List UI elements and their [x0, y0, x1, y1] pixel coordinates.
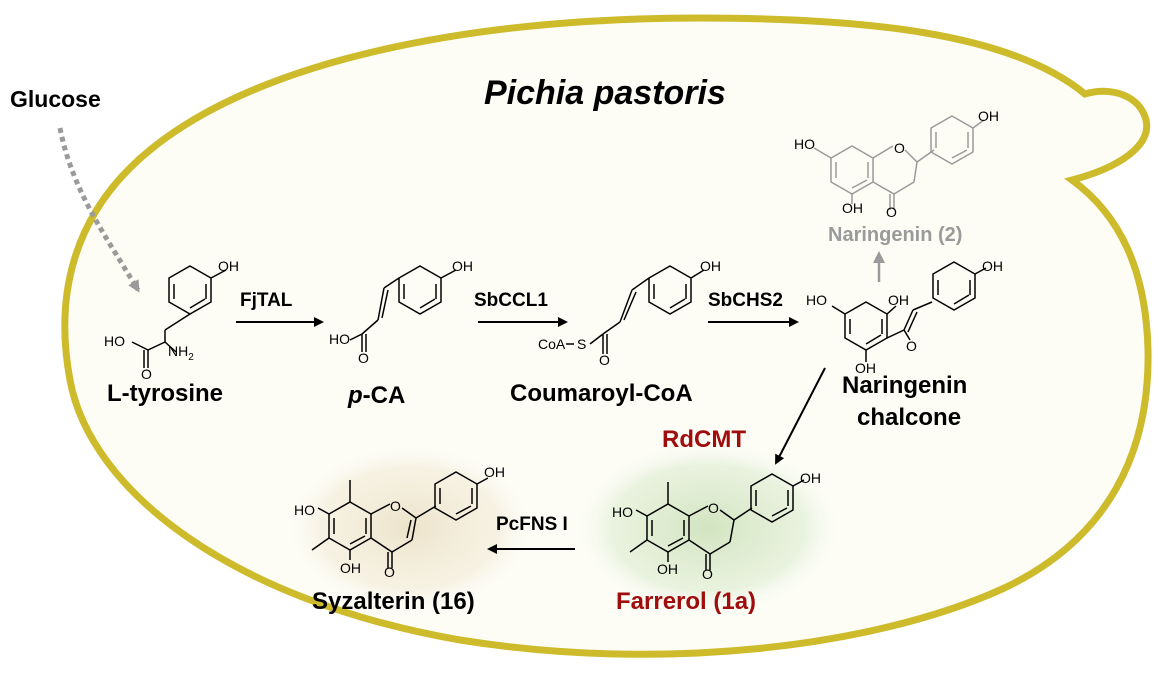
compound-tyrosine: L-tyrosine	[107, 380, 224, 407]
syzalterin-structure	[311, 471, 489, 568]
farrerol-o-keto: O	[702, 566, 713, 582]
tyrosine-oh: OH	[218, 258, 239, 274]
chalcone-oh-bottom: OH	[855, 360, 876, 376]
rdcmt-arrow	[775, 367, 826, 465]
enzyme-pcfns: PcFNS I	[496, 514, 568, 535]
syzalterin-o-ring: O	[390, 498, 401, 514]
tyrosine-ho: HO	[104, 333, 125, 349]
naringenin-o-ring: O	[894, 140, 905, 156]
compound-pca: p-CA	[348, 382, 405, 410]
farrerol-oh-bottom: OH	[657, 561, 678, 577]
farrerol-highlight	[570, 438, 846, 618]
coumaroyl-s: S	[577, 336, 587, 352]
farrerol-oh-right: OH	[800, 470, 821, 486]
nh-sub: 2	[188, 351, 194, 363]
naringenin-oh-right: OH	[978, 108, 999, 124]
tyrosine-structure	[131, 265, 227, 368]
chalcone-ho: HO	[806, 292, 827, 308]
coumaroyl-oh: OH	[700, 258, 721, 274]
nh-text: NH	[168, 343, 189, 359]
enzyme-rdcmt: RdCMT	[662, 426, 746, 453]
enzyme-sbccl1: SbCCL1	[474, 290, 548, 311]
pca-structure	[349, 265, 457, 352]
syzalterin-o-keto: O	[384, 564, 395, 580]
chalcone-structure	[831, 261, 987, 362]
coumaroyl-coa-structure	[566, 265, 705, 354]
glucose-label: Glucose	[10, 86, 101, 112]
compound-farrerol: Farrerol (1a)	[616, 588, 757, 615]
syzalterin-highlight	[280, 440, 540, 616]
compound-chalcone-line2: chalcone	[857, 404, 962, 431]
organism-title: Pichia pastoris	[484, 74, 726, 112]
syzalterin-oh-right: OH	[484, 464, 505, 480]
syzalterin-oh-bottom: OH	[340, 560, 361, 576]
naringenin-structure	[813, 115, 985, 210]
naringenin-oh-bottom: OH	[842, 200, 863, 216]
farrerol-o-ring: O	[708, 500, 719, 516]
glucose-uptake-arrow	[57, 127, 141, 293]
pca-suffix: -CA	[362, 382, 406, 409]
pca-o: O	[358, 350, 369, 366]
pca-prefix: p	[348, 382, 363, 409]
farrerol-ho: HO	[612, 504, 633, 520]
compound-coumaroyl-coa: Coumaroyl-CoA	[510, 380, 693, 407]
naringenin-o-keto: O	[886, 204, 897, 220]
chalcone-oh-right: OH	[982, 258, 1003, 274]
coumaroyl-o: O	[599, 352, 610, 368]
pca-oh: OH	[452, 258, 473, 274]
naringenin-ho: HO	[794, 136, 815, 152]
compound-syzalterin: Syzalterin (16)	[312, 588, 475, 615]
enzyme-sbchs2: SbCHS2	[708, 290, 783, 311]
syzalterin-ho: HO	[294, 502, 315, 518]
farrerol-structure	[629, 473, 805, 570]
chalcone-o: O	[906, 338, 917, 354]
coumaroyl-coa-label: CoA	[538, 336, 566, 352]
chalcone-oh-top: OH	[888, 292, 909, 308]
tyrosine-o: O	[141, 366, 152, 382]
compound-naringenin: Naringenin (2)	[828, 224, 963, 246]
pca-ho: HO	[329, 331, 350, 347]
enzyme-fjtal: FjTAL	[240, 290, 293, 311]
compound-chalcone-line1: Naringenin	[842, 372, 968, 399]
tyrosine-nh2: NH2	[168, 343, 194, 363]
